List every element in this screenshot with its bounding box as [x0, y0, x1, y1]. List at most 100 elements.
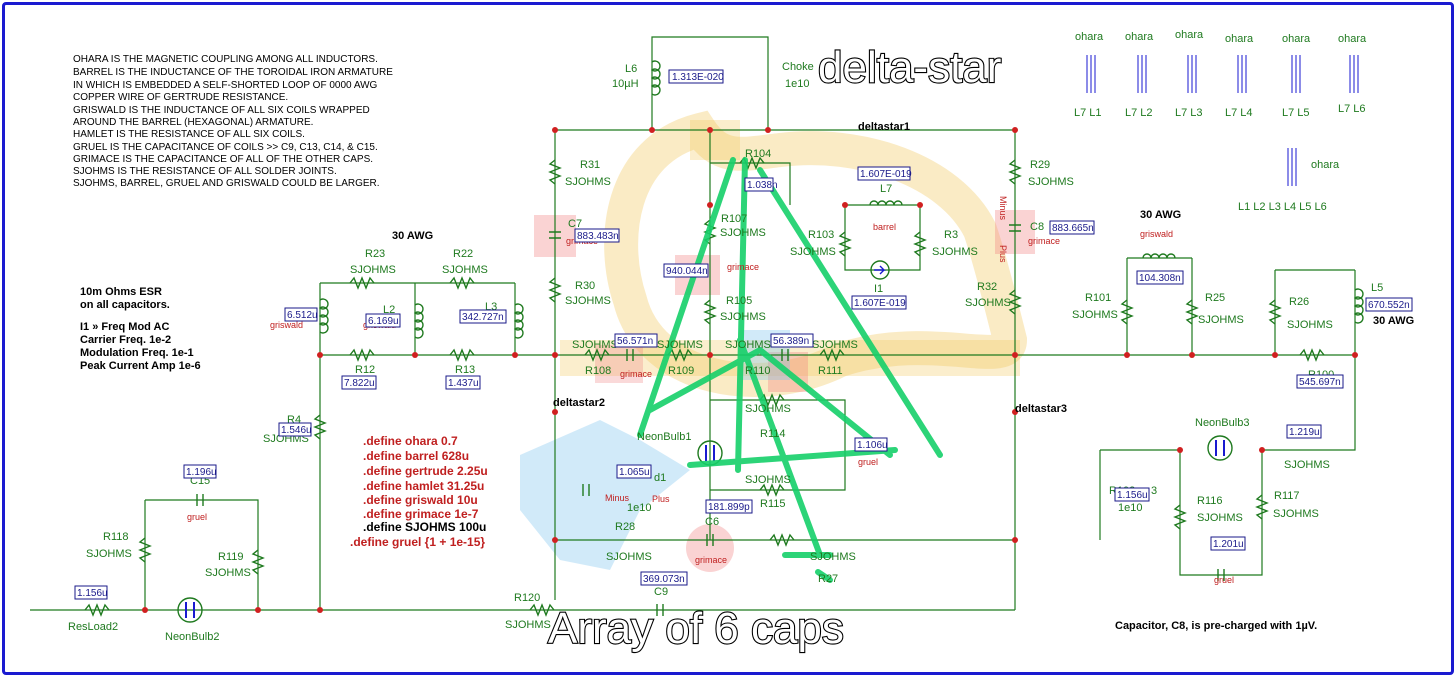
define-line: .define gruel {1 + 1e-15}	[350, 535, 485, 549]
capacitor-c9	[656, 604, 664, 616]
label-r109: R109	[668, 365, 694, 377]
annotation-array-caps: Array of 6 caps	[548, 604, 844, 653]
define-line: .define gertrude 2.25u	[363, 464, 488, 478]
valbox-d1: 1.065u	[616, 464, 652, 479]
label-r23-value: SJOHMS	[350, 264, 396, 276]
label-r110: R110	[745, 365, 770, 377]
resistor-r117	[1255, 494, 1269, 520]
label-r31-value: SJOHMS	[565, 176, 611, 188]
valbox-l4: 104.308n	[1136, 270, 1184, 285]
label-r105-value: SJOHMS	[720, 311, 766, 323]
label-r12: R12	[355, 364, 375, 376]
stroke-right	[757, 167, 943, 458]
label-choke-value: 1e10	[785, 78, 809, 90]
svg-text:1.313E-020: 1.313E-020	[672, 72, 724, 83]
label-r109-value: SJOHMS	[657, 339, 703, 351]
current-source-i1	[870, 260, 890, 280]
stroke-vertical	[735, 157, 748, 473]
label-r32-value: SJOHMS	[965, 297, 1011, 309]
label-r13: R13	[455, 364, 475, 376]
sources-bulbs	[177, 260, 1233, 623]
label-r119: R119	[218, 551, 243, 563]
valbox-940: 940.044n	[663, 263, 709, 278]
coupling-pair: L1 L2 L3 L4 L5 L6	[1238, 201, 1327, 213]
wires	[30, 36, 1356, 611]
label-r108-value: SJOHMS	[572, 339, 618, 351]
label-r120-value: SJOHMS	[505, 619, 551, 631]
neonbulb3	[1207, 435, 1233, 461]
label-l7: L7	[880, 183, 892, 195]
coupling-pair: L7 L2	[1125, 107, 1153, 119]
label-r27-value: SJOHMS	[810, 551, 856, 563]
valbox-l3: 342.727n	[459, 309, 507, 324]
label-r22: R22	[453, 248, 473, 260]
valbox-1201: 1.201u	[1210, 536, 1246, 551]
resistor-r119	[251, 549, 265, 575]
resistor-r13	[449, 348, 475, 362]
label-c6: C6	[705, 516, 719, 528]
source-note-line: Carrier Freq. 1e-2	[80, 334, 171, 346]
source-note-line: Modulation Freq. 1e-1	[80, 347, 194, 359]
label-d1-value: 1e10	[627, 502, 651, 514]
capacitor-c108	[626, 349, 634, 361]
neonbulb2	[177, 597, 203, 623]
label-neonbulb2: NeonBulb2	[165, 631, 219, 643]
resistor-r22	[449, 276, 475, 290]
svg-text:7.822u: 7.822u	[344, 378, 375, 389]
label-choke: Choke	[782, 61, 814, 73]
define-block: .define ohara 0.7 .define barrel 628u .d…	[350, 434, 488, 549]
label-r26-value: SJOHMS	[1287, 319, 1333, 331]
svg-text:1.219u: 1.219u	[1289, 427, 1320, 438]
coupling-pair: L7 L1	[1074, 107, 1102, 119]
annotation-precharge: Capacitor, C8, is pre-charged with 1µV.	[1115, 620, 1317, 632]
esr-note: 10m Ohms ESR on all capacitors.	[80, 286, 170, 311]
handdrawn-strokes	[637, 157, 943, 583]
define-line: .define grimace 1e-7	[363, 507, 479, 521]
inductor-l6	[650, 60, 661, 96]
label-c8-value: grimace	[1028, 236, 1060, 246]
note-line: GRIMACE IS THE CAPACITANCE OF ALL OF THE…	[73, 154, 373, 165]
label-l6-value: 10µH	[612, 78, 639, 90]
blue-patch	[520, 420, 690, 570]
resistor-r26	[1268, 299, 1282, 325]
resistor-r101	[1120, 299, 1134, 325]
resistor-r4	[313, 414, 327, 440]
label-r102-value: 1e10	[1118, 502, 1142, 514]
inductor-l2	[413, 303, 424, 339]
notes-block: OHARA IS THE MAGNETIC COUPLING AMONG ALL…	[73, 54, 393, 189]
label-r27: R27	[818, 573, 838, 585]
coupling-name: ohara	[1125, 31, 1154, 43]
label-r32: R32	[977, 281, 997, 293]
coupling-pair: L7 L3	[1175, 107, 1203, 119]
valbox-c9: 369.073n	[640, 571, 688, 586]
label-r116: R116	[1197, 495, 1222, 507]
coupling-pair: L7 L6	[1338, 103, 1366, 115]
label-plus: Plus	[998, 245, 1008, 263]
svg-text:342.727n: 342.727n	[462, 312, 504, 323]
inductor-l4	[1142, 253, 1176, 259]
valbox-r4: 1.546u	[278, 422, 312, 437]
resistor-r120	[529, 603, 555, 617]
define-line: .define SJOHMS 100u	[363, 520, 486, 534]
svg-text:545.697n: 545.697n	[1299, 377, 1341, 388]
resistor-r30	[548, 277, 562, 303]
resistor-r116	[1173, 504, 1187, 530]
valbox-l6: 1.313E-020	[668, 69, 724, 84]
label-r103: R103	[808, 229, 834, 241]
label-r28-value: SJOHMS	[606, 551, 652, 563]
label-neonbulb1: NeonBulb1	[637, 431, 691, 443]
yellow-patch	[690, 120, 740, 160]
label-c6-value: grimace	[695, 555, 727, 565]
capacitor-c15	[196, 494, 204, 506]
resistor-r114	[759, 393, 785, 407]
resistor-r25	[1185, 299, 1199, 325]
valbox-i1: 1.607E-019	[851, 295, 907, 310]
label-r29: R29	[1030, 159, 1050, 171]
note-line: AROUND THE BARREL (HEXAGONAL) ARMATURE.	[73, 117, 313, 128]
resistor-r3	[913, 231, 927, 257]
capacitors	[196, 224, 1225, 616]
label-l7-value: barrel	[873, 222, 896, 232]
label-c7: C7	[568, 218, 582, 230]
